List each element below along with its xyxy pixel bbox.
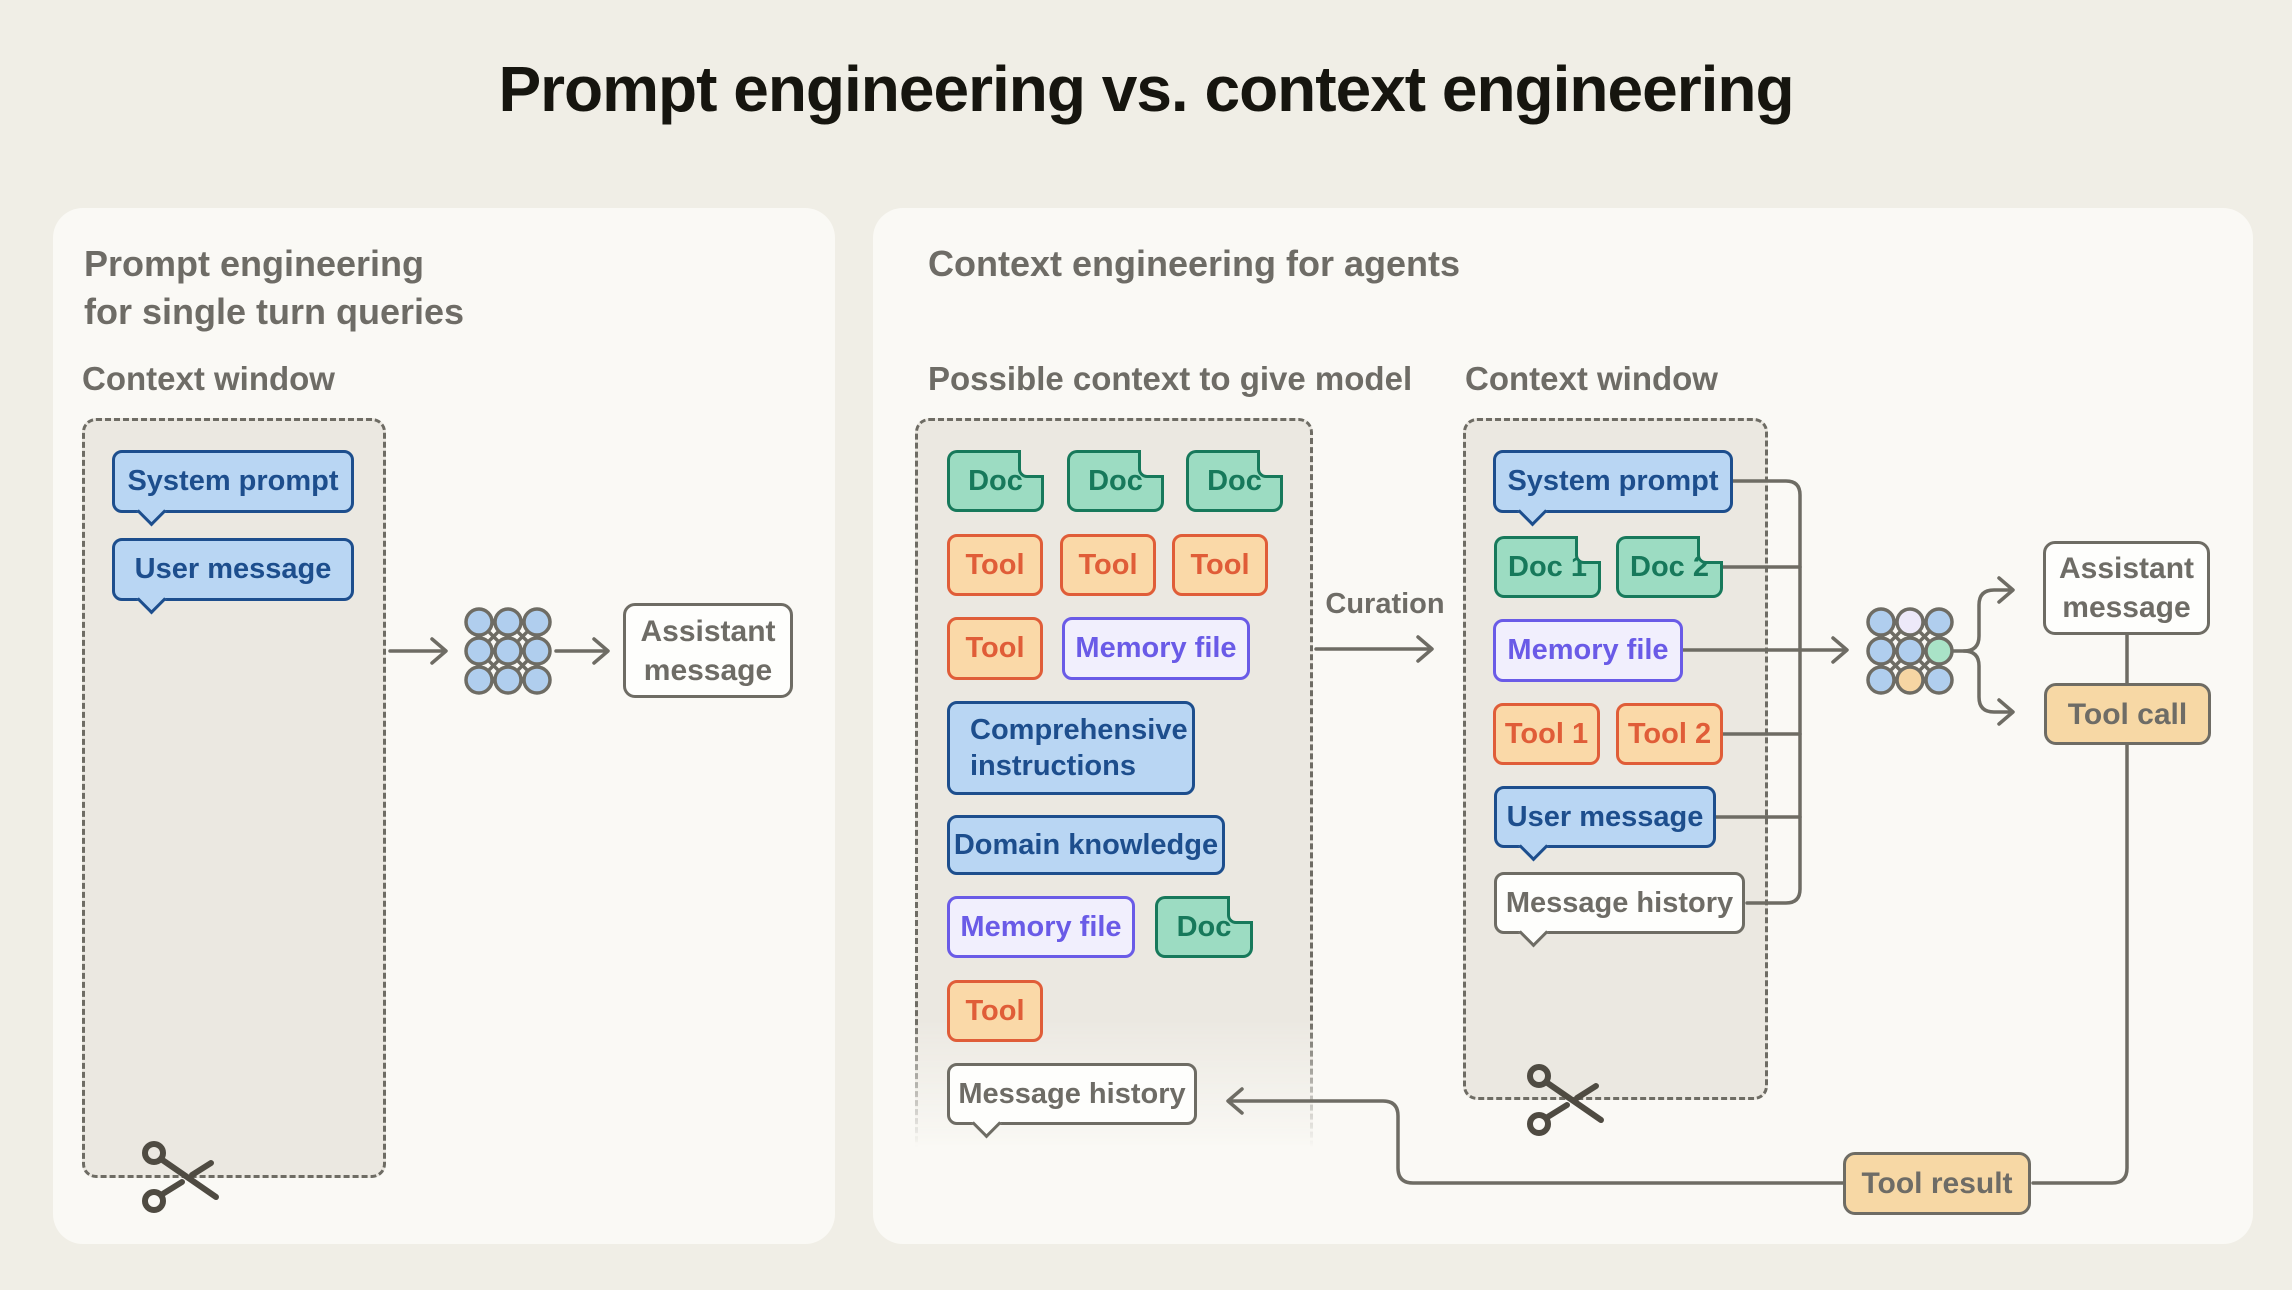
left-context-window-label: Context window xyxy=(82,360,335,397)
assistant-message-box-right: Assistant message xyxy=(2043,541,2210,635)
chip-doc-3: Doc xyxy=(1186,450,1283,512)
chip-memory-file-1: Memory file xyxy=(1062,617,1250,680)
chip-doc-4: Doc xyxy=(1155,896,1253,958)
chip-domain-knowledge: Domain knowledge xyxy=(947,815,1225,875)
chip-comprehensive-instructions: Comprehensive instructions xyxy=(947,701,1195,795)
chip-tool-4: Tool xyxy=(947,617,1043,680)
right-context-window-label: Context window xyxy=(1465,360,1718,397)
chip-tool1-right: Tool 1 xyxy=(1493,703,1600,765)
chip-tool-3: Tool xyxy=(1172,534,1268,596)
chip-tool2-right: Tool 2 xyxy=(1616,703,1723,765)
page-title: Prompt engineering vs. context engineeri… xyxy=(498,53,1794,125)
possible-context-label: Possible context to give model xyxy=(928,360,1413,397)
chip-doc2-right: Doc 2 xyxy=(1616,536,1723,598)
chip-message-history-right: Message history xyxy=(1494,872,1745,934)
chip-tool-5: Tool xyxy=(947,980,1043,1042)
chip-doc-1: Doc xyxy=(947,450,1044,512)
chip-user-message-left: User message xyxy=(112,538,354,601)
chip-system-prompt-left: System prompt xyxy=(112,450,354,513)
chip-memory-file-right: Memory file xyxy=(1493,619,1683,682)
chip-memory-file-2: Memory file xyxy=(947,896,1135,958)
tool-result-box: Tool result xyxy=(1843,1152,2031,1215)
left-context-window-box xyxy=(82,418,386,1178)
assistant-message-box-left: Assistant message xyxy=(623,603,793,698)
left-panel-heading: Prompt engineering for single turn queri… xyxy=(84,243,465,332)
chip-doc-2: Doc xyxy=(1067,450,1164,512)
chip-tool-2: Tool xyxy=(1060,534,1156,596)
chip-system-prompt-right: System prompt xyxy=(1493,450,1733,513)
chip-message-history-possible: Message history xyxy=(947,1063,1197,1125)
curation-label: Curation xyxy=(1325,588,1445,620)
tool-call-box: Tool call xyxy=(2044,683,2211,745)
chip-user-message-right: User message xyxy=(1494,786,1716,848)
right-panel-heading: Context engineering for agents xyxy=(928,243,1461,284)
chip-doc1-right: Doc 1 xyxy=(1494,536,1601,598)
chip-tool-1: Tool xyxy=(947,534,1043,596)
